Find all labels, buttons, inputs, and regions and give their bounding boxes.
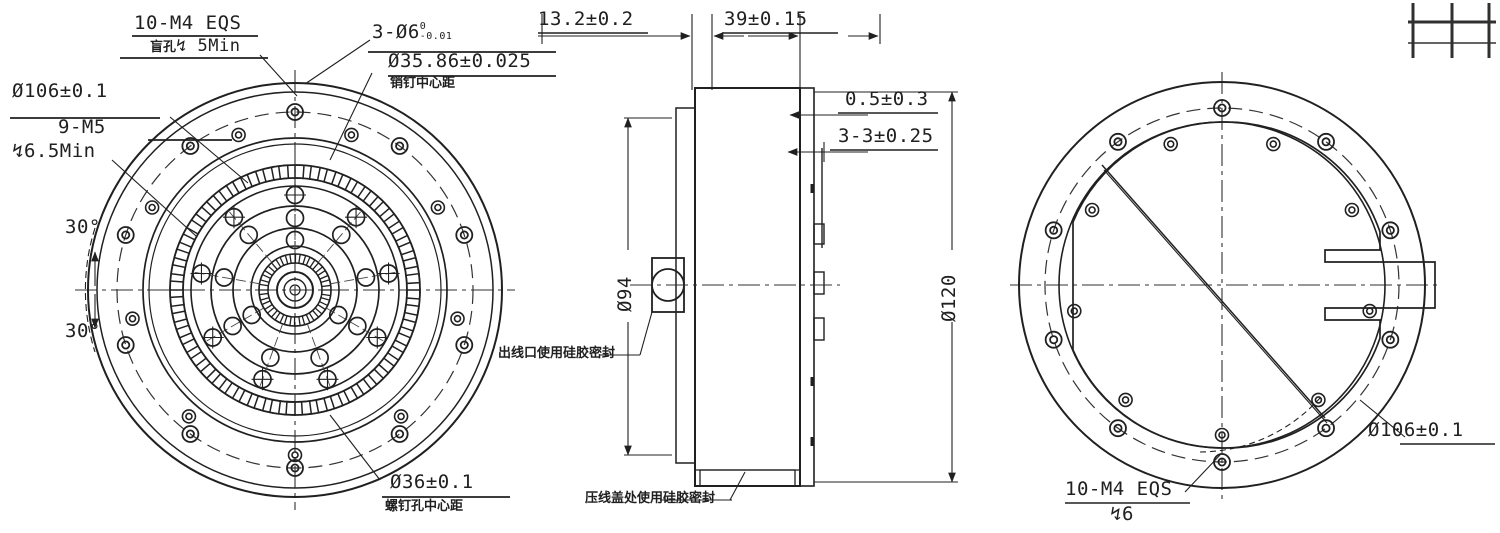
dimension-underlines (10, 35, 556, 498)
label-angle-30-lower: 30° (65, 320, 101, 342)
label-dia-94: Ø94 (614, 276, 636, 312)
front-view-left (75, 39, 515, 510)
tol-upper: 0 (419, 21, 427, 32)
label-10-m4-eqs-right: 10-M4 EQS (1065, 478, 1173, 500)
label-dim-3-3: 3-3±0.25 (838, 125, 934, 147)
label-dia-36: Ø36±0.1 (390, 471, 474, 493)
label-dia-120: Ø120 (938, 274, 960, 322)
label-10-m4-eqs-left: 10-M4 EQS (134, 12, 242, 34)
label-dim-13-2: 13.2±0.2 (538, 8, 634, 30)
tol-lower: -0.01 (419, 31, 453, 42)
label-blind-hole-value: 5Min (197, 36, 241, 56)
label-dim-39: 39±0.15 (724, 8, 808, 30)
section-view-middle (538, 14, 958, 501)
label-dia-106-right: Ø106±0.1 (1368, 419, 1464, 441)
label-dim-0-5: 0.5±0.3 (845, 88, 929, 110)
label-10-m4-depth-right: ↯6 (1110, 503, 1134, 525)
title-block (1408, 3, 1496, 58)
label-dia-106-left: Ø106±0.1 (12, 80, 108, 102)
label-9-m5-depth: ↯6.5Min (12, 140, 96, 162)
label-pin-center-distance-cjk: 销钉中心距 (390, 76, 456, 91)
label-9-m5: 9-M5 (58, 116, 106, 138)
label-angle-30-upper: 30° (65, 216, 101, 238)
label-3-dia-6-value: 3-Ø6 (372, 21, 420, 43)
label-dia-35-86: Ø35.86±0.025 (388, 50, 532, 72)
label-cover-seal-cjk: 压线盖处使用硅胶密封 (585, 491, 716, 506)
rear-view-right (1010, 72, 1495, 504)
label-blind-hole-cjk: 盲孔 (150, 40, 177, 55)
label-blind-hole-depth: 盲孔↯ 5Min (150, 36, 241, 56)
label-screw-center-distance-cjk: 螺钉孔中心距 (385, 499, 464, 514)
label-wire-outlet-seal-cjk: 出线口使用硅胶密封 (498, 346, 616, 361)
